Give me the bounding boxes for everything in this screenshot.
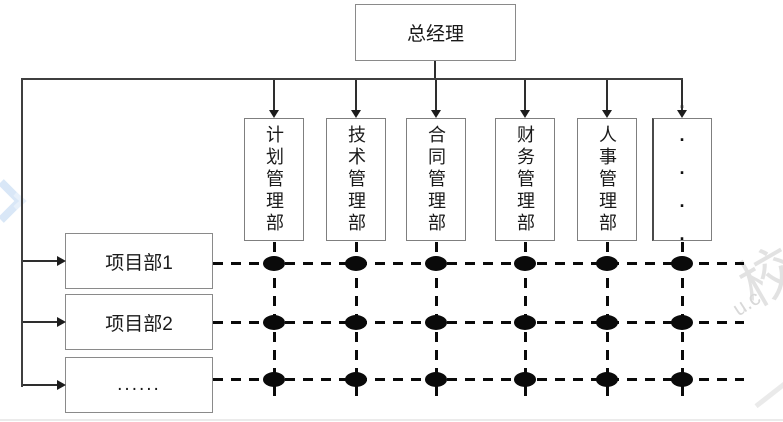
- arrow-shaft-dept-2: [355, 80, 357, 110]
- arrow-head-dept-1: [269, 110, 279, 118]
- matrix-node-r1c4: [514, 256, 536, 271]
- dept-label-technical: 技术管理部: [346, 124, 366, 235]
- arrow-head-project-1: [57, 256, 66, 266]
- dept-box-finance: 财务管理部: [495, 118, 555, 241]
- matrix-node-r3c5: [596, 372, 618, 387]
- matrix-node-r1c5: [596, 256, 618, 271]
- connector-top-horizontal: [21, 78, 683, 80]
- project-box-2: 项目部2: [65, 294, 213, 350]
- arrow-shaft-dept-1: [273, 80, 275, 110]
- matrix-node-r3c4: [514, 372, 536, 387]
- matrix-node-r1c6: [671, 256, 693, 271]
- matrix-node-r2c2: [345, 315, 367, 330]
- arrow-head-project-3: [57, 380, 66, 390]
- page-bottom-edge: [0, 419, 783, 421]
- dept-label-planning: 计划管理部: [264, 124, 284, 235]
- matrix-node-r2c1: [263, 315, 285, 330]
- arrow-shaft-dept-3: [435, 80, 437, 110]
- arrow-shaft-project-1: [23, 260, 57, 262]
- general-manager-box: 总经理: [355, 4, 516, 61]
- matrix-node-r3c3: [425, 372, 447, 387]
- dept-box-more: ·····: [652, 97, 712, 262]
- project-box-more: ......: [65, 357, 213, 413]
- dept-box-technical: 技术管理部: [326, 118, 386, 241]
- matrix-node-r2c3: [425, 315, 447, 330]
- arrow-shaft-dept-5: [606, 80, 608, 110]
- arrow-shaft-project-2: [23, 321, 57, 323]
- arrow-head-dept-3: [431, 110, 441, 118]
- project-label-2: 项目部2: [105, 313, 173, 335]
- general-manager-label: 总经理: [406, 24, 464, 45]
- connector-left-vertical: [21, 78, 23, 387]
- dept-label-more-ellipsis: ·····: [672, 97, 693, 262]
- arrow-head-dept-6: [677, 110, 687, 118]
- dept-box-planning: 计划管理部: [244, 118, 304, 241]
- dept-label-finance: 财务管理部: [515, 124, 535, 235]
- project-box-1: 项目部1: [65, 233, 213, 289]
- dept-label-hr: 人事管理部: [597, 124, 617, 235]
- gray-stroke-watermark: [754, 380, 783, 409]
- matrix-node-r3c1: [263, 372, 285, 387]
- dept-box-hr: 人事管理部: [577, 118, 637, 241]
- matrix-node-r2c5: [596, 315, 618, 330]
- blue-chevron-watermark-icon: [0, 179, 27, 223]
- dept-box-contract: 合同管理部: [406, 118, 466, 241]
- connector-root-stem: [434, 61, 436, 80]
- matrix-row-dashed-2: [213, 321, 744, 324]
- matrix-row-dashed-3: [213, 378, 744, 381]
- matrix-node-r2c6: [671, 315, 693, 330]
- arrow-head-dept-4: [520, 110, 530, 118]
- arrow-head-dept-5: [602, 110, 612, 118]
- matrix-node-r1c3: [425, 256, 447, 271]
- project-label-1: 项目部1: [105, 252, 173, 274]
- matrix-node-r3c2: [345, 372, 367, 387]
- arrow-shaft-dept-4: [524, 80, 526, 110]
- matrix-node-r1c2: [345, 256, 367, 271]
- arrow-head-project-2: [57, 317, 66, 327]
- matrix-node-r1c1: [263, 256, 285, 271]
- matrix-node-r2c4: [514, 315, 536, 330]
- arrow-head-dept-2: [351, 110, 361, 118]
- arrow-shaft-project-3: [23, 384, 57, 386]
- matrix-node-r3c6: [671, 372, 693, 387]
- arrow-shaft-dept-6: [681, 80, 683, 110]
- dept-label-contract: 合同管理部: [426, 124, 446, 235]
- matrix-row-dashed-1: [213, 262, 744, 265]
- project-label-more-ellipsis: ......: [117, 374, 161, 395]
